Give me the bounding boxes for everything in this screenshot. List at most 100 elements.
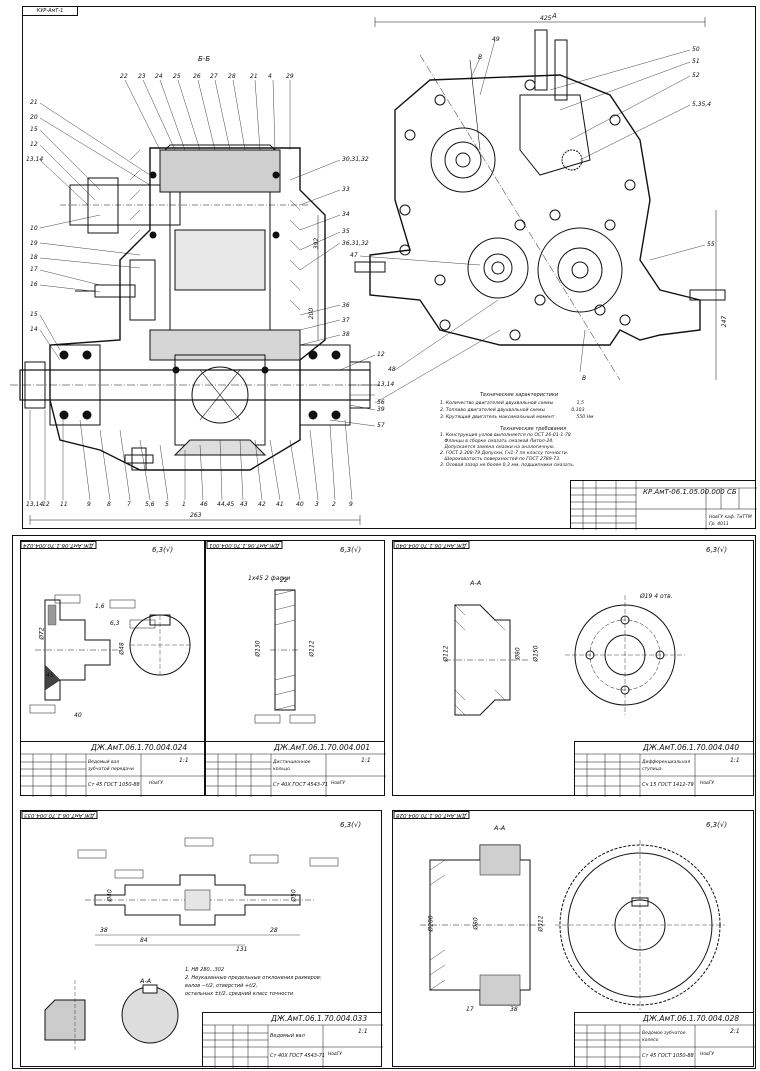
detail-1-dim-b: 6,3 xyxy=(110,620,120,627)
detail-4-dim-f: Ø50 xyxy=(290,889,298,902)
callout-bottom-9: 46 xyxy=(200,501,208,508)
detail-4-note-3: валов −t/2, отверстий +t/2, xyxy=(185,983,258,989)
tech-line-2: 2. Топливо двигателей двухвальной схемы … xyxy=(440,408,585,413)
detail-1-org: НовГУ xyxy=(149,781,164,786)
detail-1-dim-c: 40 xyxy=(74,712,82,719)
callout-bottom-8: 1 xyxy=(182,501,186,508)
detail-2-dim-a: 1х45 2 фаски xyxy=(248,575,291,582)
callout-view-10: 57 xyxy=(377,422,385,429)
section-label: Б-Б xyxy=(198,55,211,63)
detail-4-name: Ведомый вал xyxy=(270,1033,305,1039)
detail-3-dim-d: Ø80 xyxy=(514,647,522,660)
detail-3-org: НовГУ xyxy=(700,781,715,786)
callout-view-4: 52 xyxy=(692,72,700,79)
detail-5-dim-a: Ø280 xyxy=(427,915,435,932)
detail-5-dim-c: Ø80 xyxy=(472,917,480,930)
callout-bottom-6: 5,6 xyxy=(145,501,155,508)
req-line-5: Шероховатость поверхностей по ГОСТ 2789-… xyxy=(440,457,561,462)
detail-5-org: НовГУ xyxy=(700,1052,715,1057)
detail-5-name: Ведомое зубчатое колесо xyxy=(642,1031,686,1043)
callout-view-9: 56 xyxy=(377,399,385,406)
main-title-code: КР.АмТ-06.1.05.00.000 СБ xyxy=(643,488,737,496)
callout-top-7: 21 xyxy=(250,73,258,80)
detail-2-dim-c: Ø112 xyxy=(308,640,316,657)
detail-5-title-block: ДЖ.АмТ.06.1.70.004.028 Ведомое зубчатое … xyxy=(574,1012,755,1068)
title-block-grid xyxy=(571,481,757,530)
callout-left-6: 19 xyxy=(30,240,38,247)
callout-right-1: 33 xyxy=(342,186,350,193)
detail-4-material: Ст 40Х ГОСТ 4543-71 xyxy=(270,1053,326,1059)
detail-5-code: ДЖ.АмТ.06.1.70.004.028 xyxy=(643,1014,740,1023)
tech-line-1: 1. Количество двигателей двухвальной схе… xyxy=(440,401,584,406)
detail-5-roughness: 6,3(√) xyxy=(706,821,728,829)
detail-5-section: А-А xyxy=(494,824,506,832)
detail-2-name: Дистанционное кольцо xyxy=(273,760,311,772)
callout-left-7: 18 xyxy=(30,254,38,261)
req-line-4: 2. ГОСТ 2.308-79 Допуски, Гн1-7 по класс… xyxy=(440,451,569,456)
callout-bottom-17: 9 xyxy=(349,501,353,508)
callout-view-1: B xyxy=(478,54,483,61)
callout-top-4: 26 xyxy=(193,73,201,80)
detail-1-dim-f: 45 xyxy=(46,672,54,679)
callout-right-0: 30,31,32 xyxy=(342,156,369,163)
callout-view-3: 51 xyxy=(692,58,700,65)
detail-4-dim-e: Ø40 xyxy=(106,889,114,902)
req-line-2: Фланцы в сборке смазать смазкой Литол-24… xyxy=(440,439,554,444)
detail-1-code: ДЖ.АмТ.06.1.70.004.024 xyxy=(91,743,188,752)
detail-3-scale: 1:1 xyxy=(730,757,740,764)
callout-bottom-4: 8 xyxy=(107,501,111,508)
detail-5-dim-b: Ø312 xyxy=(537,915,545,932)
callout-right-2: 34 xyxy=(342,211,350,218)
detail-2-scale: 1:1 xyxy=(361,757,371,764)
detail-2-title-block: ДЖ.АмТ.06.1.70.004.001 Дистанционное кол… xyxy=(205,741,386,797)
detail-4-note-1: 1. HB 280...302 xyxy=(185,967,224,973)
callout-bottom-16: 2 xyxy=(332,501,336,508)
section-bb-drawing xyxy=(10,17,726,525)
detail-1-title-block: ДЖ.АмТ.06.1.70.004.024 Ведомый вал зубча… xyxy=(20,741,206,797)
detail-2-roughness: 6,3(√) xyxy=(340,546,362,554)
assembly-frame xyxy=(22,6,756,529)
callout-left-2: 15 xyxy=(30,126,38,133)
callout-right-3: 35 xyxy=(342,228,350,235)
callout-top-8: 4 xyxy=(268,73,272,80)
callout-right-8: 12 xyxy=(377,351,385,358)
detail-1-dim-d: Ø72 xyxy=(38,627,46,640)
detail-4-code: ДЖ.АмТ.06.1.70.004.033 xyxy=(271,1014,368,1023)
callout-view-5: 5,35,4 xyxy=(692,101,712,108)
detail-5-scale: 2:1 xyxy=(730,1028,740,1035)
callout-bottom-15: 3 xyxy=(315,501,319,508)
callout-left-10: 15 xyxy=(30,311,38,318)
detail-1-material: Ст 45 ГОСТ 1050-88 xyxy=(88,782,140,788)
top-stamp: КУР-АмТ-1 xyxy=(22,6,78,16)
callout-view-0: 49 xyxy=(492,36,500,43)
callout-right-9: 13,14 xyxy=(377,381,395,388)
detail-4-dim-c: 38 xyxy=(100,927,108,934)
callout-view-11: B xyxy=(582,375,587,382)
callout-bottom-12: 42 xyxy=(258,501,266,508)
callout-top-3: 25 xyxy=(173,73,181,80)
detail-1-dim-e: Ø48 xyxy=(118,642,126,655)
tech-title: Технические характеристики xyxy=(480,392,559,398)
callout-view-6: 55 xyxy=(707,241,715,248)
callout-left-8: 17 xyxy=(30,266,38,273)
detail-4-org: НовГУ xyxy=(328,1052,343,1057)
main-title-block: КР.АмТ-06.1.05.00.000 СБ НовГУ каф. ТиТТ… xyxy=(570,480,757,530)
detail-3-dim-a: Ø19 4 отв. xyxy=(640,593,673,600)
callout-right-6: 37 xyxy=(342,317,350,324)
detail-1-name: Ведомый вал зубчатой передачи xyxy=(88,760,134,772)
callout-left-5: 10 xyxy=(30,225,38,232)
main-title-org: НовГУ каф. ТиТТМ xyxy=(709,515,752,520)
callout-bottom-0: 13,14 xyxy=(26,501,44,508)
detail-1-roughness: 6,3(√) xyxy=(152,546,174,554)
callout-bottom-1: 12 xyxy=(42,501,50,508)
callout-right-10: 39 xyxy=(377,406,385,413)
detail-4-scale: 1:1 xyxy=(358,1028,368,1035)
detail-2-material: Ст 40Х ГОСТ 4543-71 xyxy=(273,782,329,788)
tech-line-3: 3. Крутящий двигатель максимальный момен… xyxy=(440,415,594,420)
req-title: Технические требования xyxy=(500,426,567,432)
callout-left-11: 14 xyxy=(30,326,38,333)
callout-bottom-2: 11 xyxy=(60,501,68,508)
detail-2-org: НовГУ xyxy=(331,781,346,786)
